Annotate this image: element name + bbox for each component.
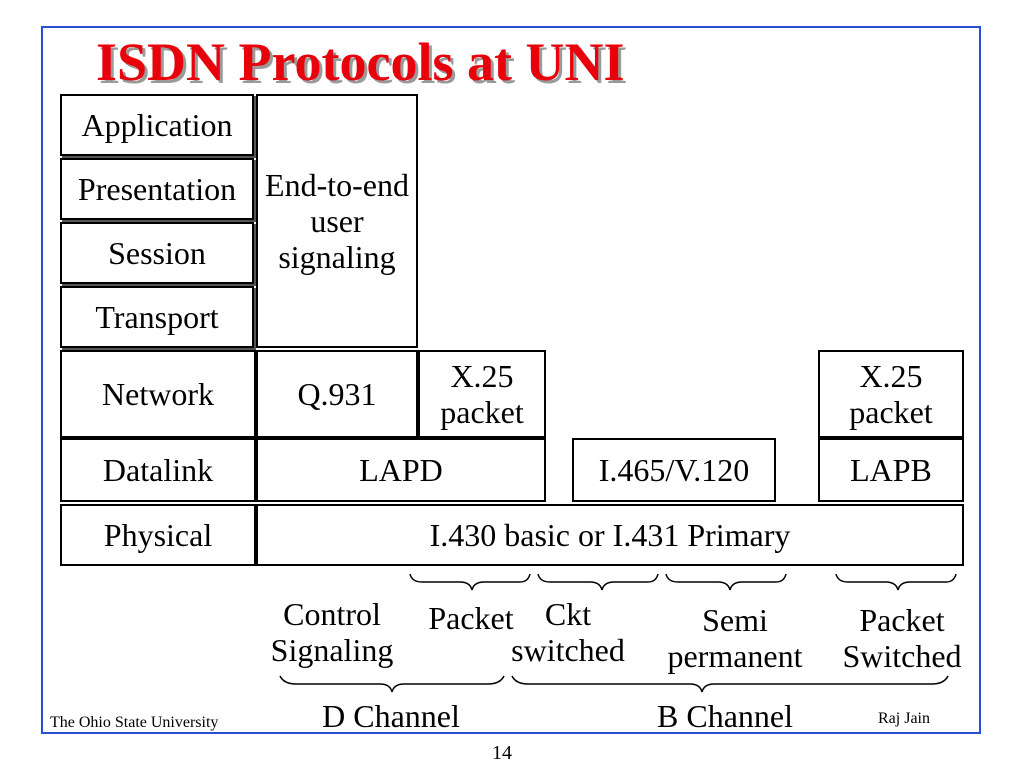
layer-application: Application [60, 94, 254, 156]
b-channel-label: B Channel [657, 698, 793, 734]
footer-university: The Ohio State University [50, 714, 219, 731]
x25-packet-left-cell: X.25 packet [418, 350, 546, 438]
d-channel-label: D Channel [322, 698, 460, 734]
lapd-cell: LAPD [256, 438, 546, 502]
i465-cell: I.465/V.120 [572, 438, 776, 502]
ckt-switched-label: Ckt switched [511, 596, 625, 668]
layer-transport: Transport [60, 286, 254, 348]
layer-physical: Physical [60, 504, 256, 566]
physical-span-cell: I.430 basic or I.431 Primary [256, 504, 964, 566]
control-signaling-text: Control Signaling [270, 596, 394, 668]
lapb-cell: LAPB [818, 438, 964, 502]
x25-packet-right-cell: X.25 packet [818, 350, 964, 438]
layer-datalink: Datalink [60, 438, 256, 502]
control-signaling-label: Control Signaling [252, 596, 412, 668]
layer-network: Network [60, 350, 256, 438]
packet-label: Packet [428, 600, 514, 636]
slide-frame [41, 26, 981, 734]
packet-switched-label: Packet Switched [842, 602, 962, 674]
layer-presentation: Presentation [60, 158, 254, 220]
q931-cell: Q.931 [256, 350, 418, 438]
layer-session: Session [60, 222, 254, 284]
footer-author: Raj Jain [878, 710, 930, 727]
page-number: 14 [492, 742, 512, 764]
end-to-end-signaling-cell: End-to-end user signaling [256, 94, 418, 348]
slide-title: ISDN Protocols at UNI [96, 32, 625, 92]
semi-permanent-label: Semi permanent [667, 602, 803, 674]
